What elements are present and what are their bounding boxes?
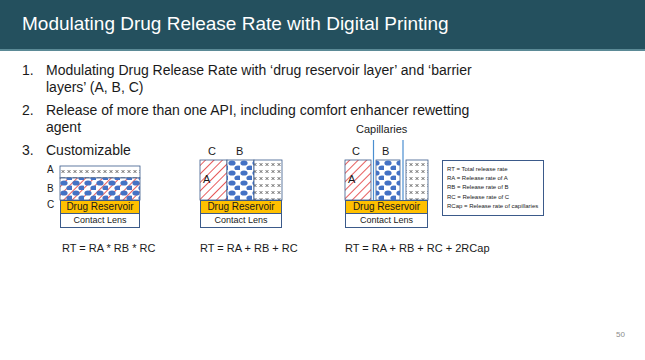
layer-label: C [208,145,216,158]
layer-label: B [236,145,243,158]
list-number: 2. [22,102,34,119]
title-bar [0,0,645,49]
list-item: Modulating Drug Release Rate with ‘drug … [46,62,486,96]
contact-lens: Contact Lens [345,213,428,228]
list-item: Customizable [46,142,131,159]
page-number: 50 [616,330,625,340]
callout-label: Capillaries [356,123,407,136]
drug-reservoir: Drug Reservoir [60,200,140,214]
layer-name: Drug Reservoir [353,201,420,213]
list-item: Release of more than one API, including … [46,102,486,136]
layer-label: A [203,173,210,186]
layer-name: Drug Reservoir [207,201,274,213]
definition-text: RCap = Release rate of capillaries [447,202,538,211]
contact-lens: Contact Lens [60,213,140,228]
definition-text: RA = Release rate of A [447,174,508,183]
capillary-layers [345,140,428,200]
slide-title: Modulating Drug Release Rate with Digita… [22,13,449,36]
layer-label: C [352,145,360,158]
definition-box: RT = Total release rateRA = Release rate… [442,160,544,216]
drug-reservoir: Drug Reservoir [200,200,282,214]
contact-lens: Contact Lens [200,213,282,228]
drug-reservoir: Drug Reservoir [345,200,428,214]
equation: RT = RA + RB + RC + 2RCap [345,242,490,255]
layer-name: Drug Reservoir [66,201,133,213]
capillary [402,140,403,200]
definition-text: RC = Release rate of C [447,193,509,202]
layer-name: Contact Lens [214,215,267,225]
definition-text: RT = Total release rate [447,165,508,174]
layer-label: A [348,173,355,186]
stacked-layers [60,166,140,200]
equation: RT = RA + RB + RC [200,242,298,255]
list-number: 1. [22,62,34,79]
title-rule [0,49,645,51]
capillary [373,140,374,200]
layer-label: B [382,145,389,158]
definition-text: RB = Release rate of B [447,183,509,192]
layer-label: A [47,164,54,176]
equation: RT = RA * RB * RC [62,242,155,255]
layer-name: Contact Lens [73,215,126,225]
list-number: 3. [22,142,34,159]
layer-label: C [47,199,54,211]
parallel-layers [200,160,282,200]
layer-label: B [47,183,54,195]
layer-name: Contact Lens [360,215,413,225]
